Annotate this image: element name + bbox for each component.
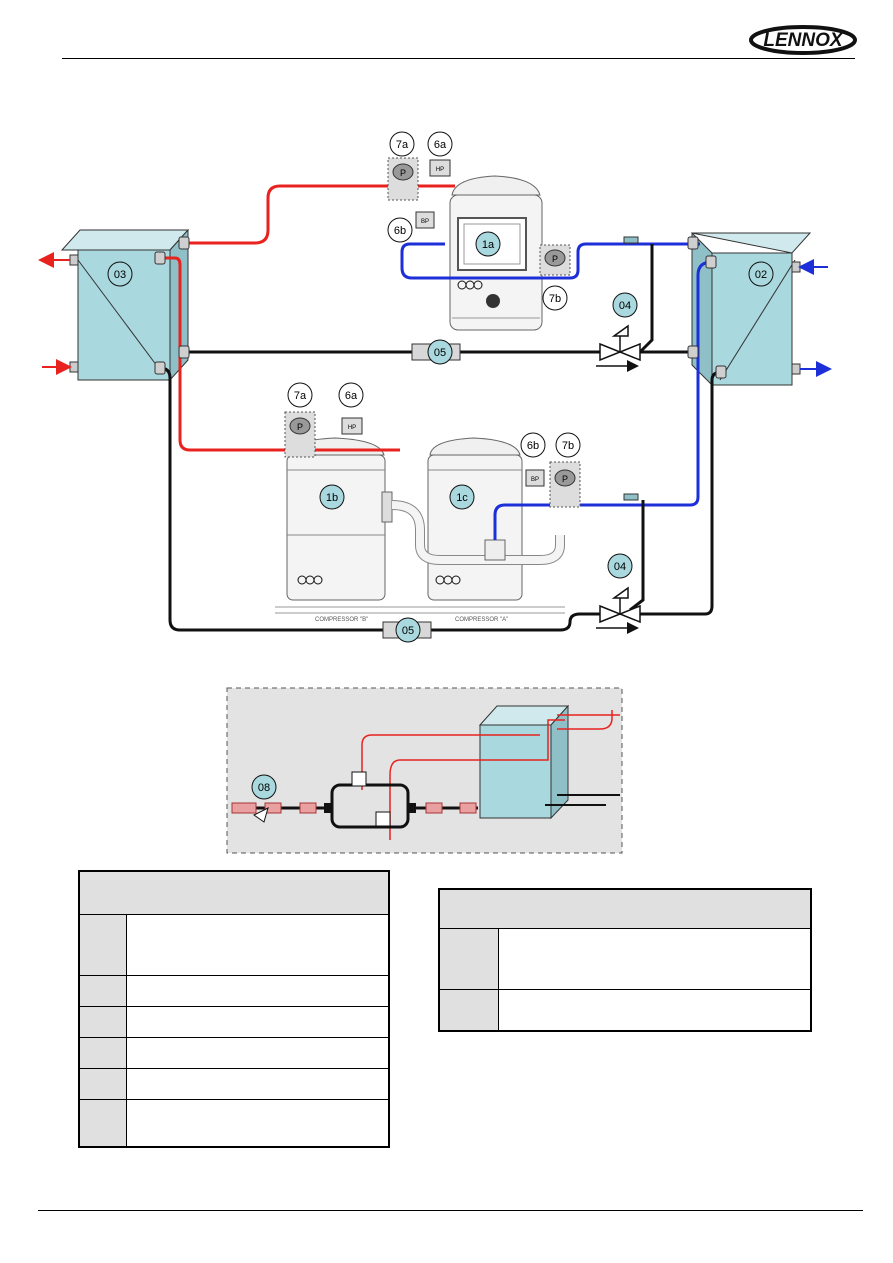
svg-text:P: P [552, 254, 558, 264]
legend-table-right [438, 888, 812, 1032]
svg-text:BP: BP [421, 219, 429, 225]
svg-text:HP: HP [436, 167, 444, 173]
table-row-num [78, 1037, 127, 1069]
svg-text:BP: BP [531, 477, 539, 483]
port-nodes [154, 236, 727, 501]
svg-text:6a: 6a [345, 390, 358, 402]
table-row-desc [126, 1099, 390, 1148]
hp-switch-top: HP [429, 159, 451, 177]
svg-text:7b: 7b [549, 293, 561, 305]
svg-text:03: 03 [114, 269, 126, 281]
table-row-desc [126, 1006, 390, 1038]
expansion-valve-bottom [596, 586, 641, 634]
label-1a: 1a [475, 231, 501, 257]
compressor-b-label: COMPRESSOR "B" [315, 617, 368, 623]
inset-detail [226, 687, 623, 854]
label-7a-bottom: 7a [287, 382, 313, 408]
svg-text:P: P [297, 422, 303, 432]
label-7a-top: 7a [389, 131, 415, 157]
table-row-desc [126, 975, 390, 1007]
svg-text:7a: 7a [396, 139, 409, 151]
label-7b-top: 7b [542, 285, 568, 311]
table-header [78, 870, 390, 915]
label-04-bottom: 04 [607, 553, 633, 579]
brand-text: LENNOX [763, 30, 844, 51]
table-row-num [78, 975, 127, 1007]
suction-lines [400, 242, 713, 540]
svg-text:08: 08 [258, 782, 270, 794]
label-02: 02 [748, 261, 774, 287]
svg-text:1c: 1c [456, 492, 468, 504]
label-1b: 1b [319, 484, 345, 510]
pressure-gauge-7b-top: P [539, 244, 571, 276]
label-04-top: 04 [612, 292, 638, 318]
table-row-desc [498, 989, 812, 1032]
pressure-gauge-7b-bottom: P [549, 461, 581, 508]
svg-text:7a: 7a [294, 390, 307, 402]
compressor-a-label: COMPRESSOR "A" [455, 617, 508, 623]
table-row-num [78, 1099, 127, 1148]
heat-exchanger-03 [60, 228, 190, 382]
label-08: 08 [251, 774, 277, 800]
svg-text:6b: 6b [394, 225, 406, 237]
bp-switch-top: BP [415, 211, 435, 229]
label-05-top: 05 [427, 339, 453, 365]
svg-text:1a: 1a [482, 239, 495, 251]
table-row-num [78, 1006, 127, 1038]
table-row-desc [126, 914, 390, 976]
lennox-logo: LENNOX [749, 25, 857, 55]
svg-text:02: 02 [755, 269, 767, 281]
label-7b-bottom: 7b [555, 432, 581, 458]
svg-text:P: P [562, 474, 568, 484]
table-row-num [78, 914, 127, 976]
svg-text:04: 04 [614, 561, 626, 573]
table-row-desc [126, 1037, 390, 1069]
svg-text:04: 04 [619, 300, 631, 312]
label-6b-top: 6b [387, 217, 413, 243]
bp-switch-bottom: BP [525, 469, 545, 487]
hp-switch-bottom: HP [341, 417, 363, 435]
label-03: 03 [107, 261, 133, 287]
label-6a-top: 6a [427, 131, 453, 157]
header-rule [62, 58, 855, 59]
table-row-desc [498, 928, 812, 990]
svg-text:6b: 6b [527, 440, 539, 452]
svg-text:HP: HP [348, 425, 356, 431]
pressure-gauge-7a-bottom: P [284, 411, 316, 458]
pressure-gauge-7a-top: P [387, 157, 419, 201]
svg-text:05: 05 [434, 347, 446, 359]
svg-text:7b: 7b [562, 440, 574, 452]
svg-text:6a: 6a [434, 139, 447, 151]
table-row-num [438, 928, 499, 990]
label-6b-bottom: 6b [520, 432, 546, 458]
label-6a-bottom: 6a [338, 382, 364, 408]
legend-table-left [78, 870, 390, 1148]
compressor-1c [391, 437, 565, 601]
table-row-desc [126, 1068, 390, 1100]
table-row-num [78, 1068, 127, 1100]
liquid-lines [159, 244, 723, 632]
table-row-num [438, 989, 499, 1032]
table-header [438, 888, 812, 929]
compressor-1a [449, 175, 543, 331]
expansion-valve-top [596, 324, 641, 372]
label-1c: 1c [449, 484, 475, 510]
footer-rule [38, 1210, 863, 1211]
label-05-bottom: 05 [395, 617, 421, 643]
svg-text:1b: 1b [326, 492, 338, 504]
compressor-1b [286, 437, 393, 601]
svg-text:P: P [400, 168, 406, 178]
svg-text:05: 05 [402, 625, 414, 637]
